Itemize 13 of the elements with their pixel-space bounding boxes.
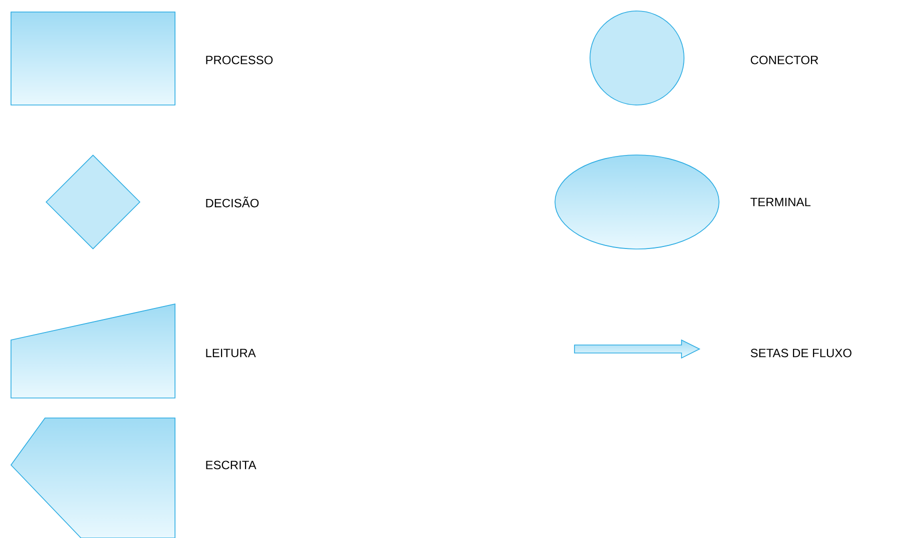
connector-circle xyxy=(590,10,684,106)
manual-input-shape xyxy=(10,304,176,398)
flow-arrow-symbol xyxy=(574,339,700,359)
symbol-label: TERMINAL xyxy=(750,198,810,206)
symbol-label: LEITURA xyxy=(206,348,256,358)
symbol-label: PROCESSO xyxy=(206,56,273,64)
process-box xyxy=(10,12,176,106)
terminal-ellipse xyxy=(554,154,720,250)
symbol-label: ESCRITA xyxy=(206,460,256,470)
symbol-label: CONECTOR xyxy=(750,56,818,64)
symbol-label: DECISÃO xyxy=(206,196,259,208)
symbol-label: SETAS DE FLUXO xyxy=(750,348,852,358)
decision-diamond xyxy=(46,154,140,250)
